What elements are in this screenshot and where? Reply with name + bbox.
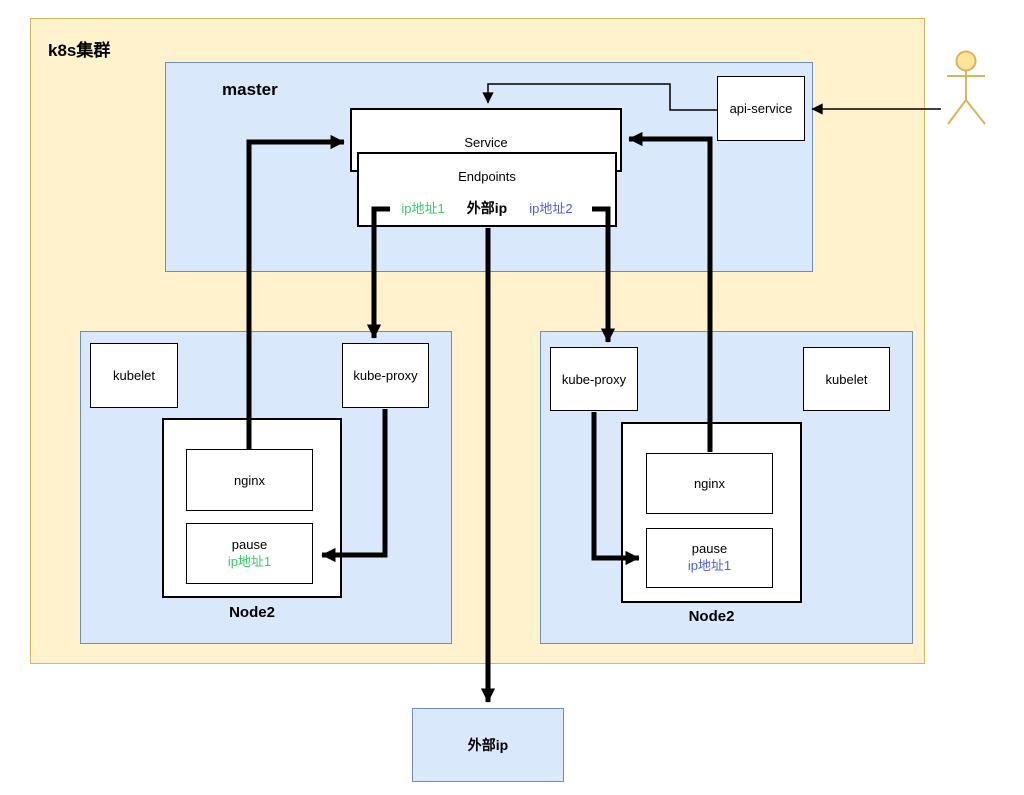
api-service-box: api-service (717, 76, 805, 141)
right-kubelet-box: kubelet (803, 347, 890, 411)
right-node-label: Node2 (688, 608, 735, 625)
right-nginx-label: nginx (693, 476, 726, 491)
right-pause-label: pause (691, 541, 728, 557)
right-kube-proxy-box: kube-proxy (550, 347, 638, 411)
external-ip-label: 外部ip (467, 737, 509, 753)
endpoints-box: Endpoints ip地址1 外部ip ip地址2 (357, 152, 617, 227)
left-kubelet-label: kubelet (113, 368, 155, 383)
endpoint-ip1-label: ip地址1 (401, 201, 445, 216)
left-nginx-box: nginx (186, 449, 313, 511)
endpoint-external-ip-label: 外部ip (466, 200, 508, 216)
api-service-label: api-service (729, 101, 793, 116)
left-pause-label: pause (231, 536, 268, 552)
left-nginx-label: nginx (233, 472, 266, 488)
left-kubelet-box: kubelet (90, 343, 178, 408)
right-kubelet-label: kubelet (825, 371, 868, 387)
right-pause-box: pause ip地址1 (646, 528, 773, 588)
right-nginx-box: nginx (646, 453, 773, 514)
left-kube-proxy-label: kube-proxy (353, 368, 418, 383)
person-icon (947, 50, 986, 125)
left-node-label: Node2 (229, 604, 275, 621)
endpoints-ip-row: ip地址1 外部ip ip地址2 (401, 198, 572, 218)
right-kube-proxy-label: kube-proxy (561, 371, 627, 387)
service-label: Service (464, 135, 508, 150)
left-pause-ip-label: ip地址1 (227, 553, 272, 569)
endpoints-label: Endpoints (458, 169, 516, 184)
left-kube-proxy-box: kube-proxy (342, 343, 429, 408)
k8s-cluster-label: k8s集群 (48, 41, 111, 60)
master-label: master (222, 80, 278, 99)
external-ip-box: 外部ip (412, 708, 564, 782)
left-pause-box: pause ip地址1 (186, 523, 313, 584)
right-pause-ip-label: ip地址1 (687, 558, 732, 573)
endpoint-ip2-label: ip地址2 (529, 201, 573, 216)
